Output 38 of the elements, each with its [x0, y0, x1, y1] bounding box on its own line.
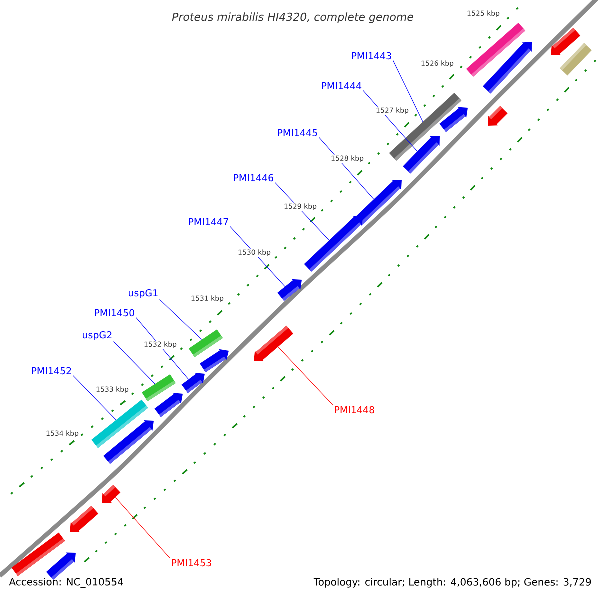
pointed-gene-block — [182, 372, 205, 394]
leader-line — [278, 346, 334, 406]
leader-line — [114, 341, 156, 384]
gene-label: PMI1444 — [322, 82, 362, 90]
pointed-gene-block — [304, 216, 363, 272]
leader-line — [393, 60, 424, 122]
gene-label: PMI1447 — [189, 218, 228, 226]
pointed-gene-block — [403, 136, 440, 174]
pointed-gene-block — [483, 42, 532, 94]
leader-line — [230, 226, 286, 287]
pointed-gene-block — [488, 106, 508, 126]
gene-label: PMI1450 — [95, 309, 134, 317]
pointed-gene-block — [104, 420, 154, 464]
gene-label: PMI1446 — [234, 174, 274, 182]
pointed-gene-block — [70, 506, 99, 532]
leader-line — [136, 318, 189, 380]
pointed-gene-block — [254, 326, 294, 362]
pointed-gene-block — [440, 107, 468, 132]
gene-label: PMI1445 — [278, 129, 318, 137]
gene-label: PMI1448 — [335, 406, 374, 414]
leader-line — [160, 299, 202, 340]
gene-label: uspG1 — [129, 289, 158, 299]
title: Proteus mirabilis HI4320, complete genome — [172, 12, 414, 24]
gene-label: uspG2 — [83, 331, 112, 341]
gene-label: PMI1452 — [32, 367, 72, 375]
gene-label: PMI1443 — [352, 52, 392, 60]
pointed-gene-block — [200, 349, 229, 372]
accession-label: Accession: NC_010554 — [9, 578, 124, 588]
leader-line — [319, 137, 374, 200]
genome-info: Topology: circular; Length: 4,063,606 bp; Genes: 3,729 — [314, 578, 592, 588]
gene-block — [560, 43, 592, 76]
pointed-gene-block — [278, 279, 302, 302]
leader-line — [115, 497, 170, 559]
gene-label: PMI1453 — [172, 559, 212, 567]
pointed-gene-block — [551, 28, 581, 56]
pointed-gene-block — [154, 393, 183, 418]
leader-line — [73, 376, 116, 420]
pointed-gene-block — [102, 485, 121, 503]
